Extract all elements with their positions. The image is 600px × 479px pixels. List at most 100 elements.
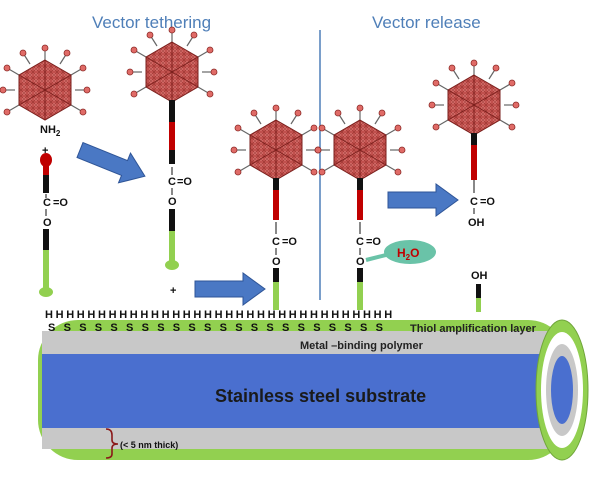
hydrogen-atom: H [162, 309, 170, 321]
linker-2: C =O O [165, 100, 192, 270]
hydrogen-atom: H [140, 309, 148, 321]
hydrogen-atom: H [342, 309, 350, 321]
svg-text:C: C [43, 197, 51, 209]
hydrogen-atom: H [56, 309, 64, 321]
sulfur-atom: S [48, 322, 55, 334]
hydrogen-atom: H [193, 309, 201, 321]
plus-sign-1: + [42, 145, 48, 157]
svg-text:O: O [168, 196, 177, 208]
sulfur-atom: S [329, 322, 336, 334]
sulfur-atom: S [142, 322, 149, 334]
sulfur-atom: S [126, 322, 133, 334]
hydrogen-atom: H [374, 309, 382, 321]
sulfur-atom: S [251, 322, 258, 334]
virus-particle-5 [428, 59, 520, 136]
svg-text:=O: =O [366, 236, 381, 248]
sulfur-atom: S [173, 322, 180, 334]
svg-text:=O: =O [480, 196, 495, 208]
hydrogen-atom: H [299, 309, 307, 321]
hydrogen-atom: H [183, 309, 191, 321]
sulfur-atom: S [220, 322, 227, 334]
nh2-text: NH2 [40, 124, 61, 138]
svg-text:=O: =O [177, 176, 192, 188]
hydrogen-atom: H [384, 309, 392, 321]
sulfur-atom: S [313, 322, 320, 334]
hydrogen-atom: H [130, 309, 138, 321]
sulfur-atom: S [110, 322, 117, 334]
heading-tethering: Vector tethering [92, 13, 211, 32]
sulfur-atom: S [235, 322, 242, 334]
hydrogen-atom: H [119, 309, 127, 321]
svg-text:OH: OH [471, 270, 488, 282]
linker-3: C =O O [272, 178, 297, 310]
sulfur-atom: S [376, 322, 383, 334]
surface-oh-stub: OH [471, 270, 488, 312]
arrow-tether-2 [194, 272, 266, 306]
svg-text:H2O: H2O [397, 246, 419, 262]
sulfur-atom: S [79, 322, 86, 334]
virus-particle-4 [314, 104, 406, 181]
svg-text:C: C [168, 176, 176, 188]
sulfur-atom: S [360, 322, 367, 334]
hydrogen-atom: H [363, 309, 371, 321]
hydrogen-atom: H [215, 309, 223, 321]
hydrogen-atom: H [257, 309, 265, 321]
svg-text:=O: =O [282, 236, 297, 248]
hydrogen-atom: H [225, 309, 233, 321]
hydrogen-atom: H [109, 309, 117, 321]
plus-sign-2: + [170, 285, 176, 297]
linker-1: C =O O [39, 153, 68, 297]
hydrogen-atom: H [45, 309, 53, 321]
arrow-release [387, 183, 459, 217]
hydrogen-atom: H [172, 309, 180, 321]
hydrogen-atom: H [352, 309, 360, 321]
hydrogen-atom: H [236, 309, 244, 321]
hydrogen-atom: H [331, 309, 339, 321]
virus-particle-2 [126, 26, 218, 103]
svg-text:C: C [356, 236, 364, 248]
sulfur-atom: S [344, 322, 351, 334]
linker-4: C =O O [356, 178, 391, 310]
svg-text:C: C [272, 236, 280, 248]
svg-text:OH: OH [468, 217, 485, 229]
svg-text:O: O [272, 256, 281, 268]
polymer-label: Metal –binding polymer [300, 340, 424, 352]
sulfur-atom: S [298, 322, 305, 334]
sulfur-atom: S [64, 322, 71, 334]
hydrogen-atom: H [268, 309, 276, 321]
hydrogen-atom: H [310, 309, 318, 321]
virus-particle-3 [230, 104, 322, 181]
thiol-layer-label: Thiol amplification layer [410, 323, 537, 335]
sulfur-atom: S [204, 322, 211, 334]
hydrogen-atom: H [151, 309, 159, 321]
linker-5: C =O OH [468, 133, 495, 229]
virus-particle-1 [0, 44, 91, 121]
hydrogen-atom: H [77, 309, 85, 321]
sulfur-atom: S [266, 322, 273, 334]
thickness-label: (< 5 nm thick) [120, 440, 178, 450]
sulfur-atom: S [282, 322, 289, 334]
hydrogen-atom: H [278, 309, 286, 321]
hydrogen-atom: H [87, 309, 95, 321]
stainless-steel-tube [38, 319, 589, 461]
svg-text:O: O [43, 217, 52, 229]
svg-text:O: O [356, 256, 365, 268]
sulfur-atom: S [157, 322, 164, 334]
svg-text:=O: =O [53, 197, 68, 209]
sulfur-atom: S [188, 322, 195, 334]
hydrogen-atom: H [289, 309, 297, 321]
heading-release: Vector release [372, 13, 481, 32]
thickness-bracket [105, 428, 119, 459]
hydrogen-atom: H [246, 309, 254, 321]
substrate-label: Stainless steel substrate [215, 386, 426, 406]
arrow-tether-1 [73, 134, 152, 192]
hydrogen-atom: H [66, 309, 74, 321]
hydrogen-atom: H [98, 309, 106, 321]
hydrogen-atom: H [321, 309, 329, 321]
water-bubble: H2O [384, 240, 436, 264]
svg-text:C: C [470, 196, 478, 208]
